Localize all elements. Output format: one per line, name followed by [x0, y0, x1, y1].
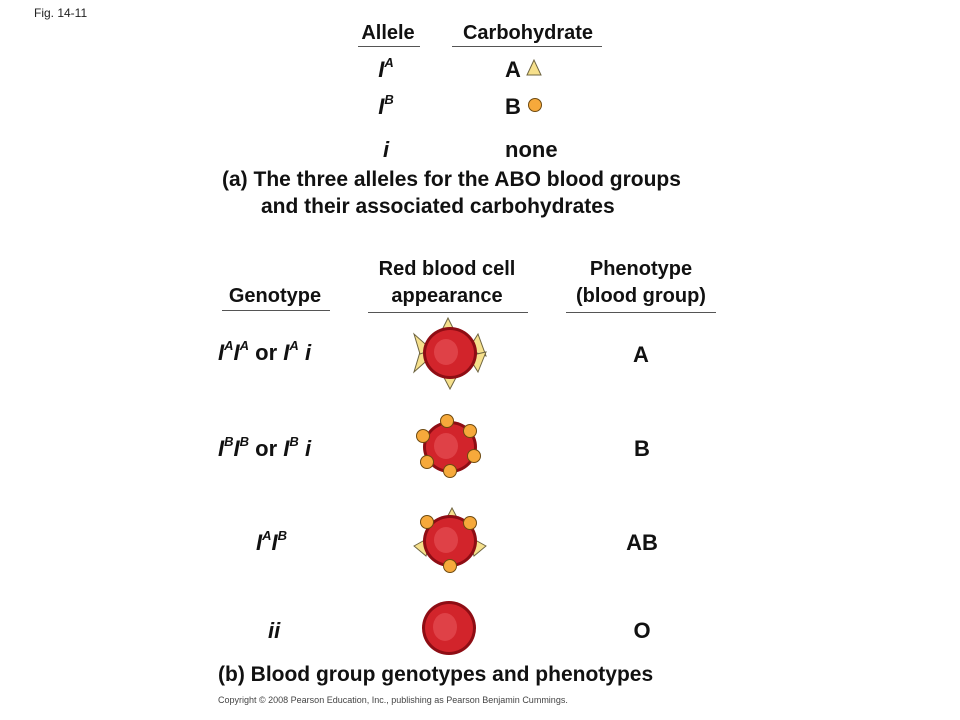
header-genotype-rule [222, 310, 330, 311]
circle-icon [420, 455, 434, 469]
circle-icon [420, 515, 434, 529]
allele-symbol: IB [271, 527, 288, 555]
allele-symbol: i [268, 618, 275, 643]
header-allele: Allele [361, 22, 415, 44]
genotype-row-o: ii [268, 618, 280, 644]
circle-icon [416, 429, 430, 443]
allele-symbol: i [304, 436, 312, 461]
circle-icon [440, 414, 454, 428]
figure-label: Fig. 14-11 [34, 6, 88, 20]
caption-b: (b) Blood group genotypes and phenotypes [218, 663, 654, 686]
circle-icon [443, 464, 457, 478]
genotype-row-ab: IAIB [256, 527, 288, 556]
header-phenotype-rule [566, 312, 716, 313]
carbohydrate-b: B [505, 94, 521, 119]
red-blood-cell-a [413, 316, 487, 391]
circle-icon [528, 98, 542, 112]
circle-icon [443, 559, 457, 573]
phenotype-a: A [633, 342, 649, 367]
allele-ib: IB [378, 91, 394, 119]
header-carbohydrate: Carbohydrate [462, 22, 594, 44]
carbohydrate-none: none [505, 137, 558, 162]
header-phenotype-line2: (blood group) [576, 285, 706, 307]
circle-icon [467, 449, 481, 463]
allele-symbol: IA [218, 337, 234, 365]
header-carbohydrate-rule [452, 46, 602, 47]
genotype-row-a: IAIA or IA i [218, 337, 312, 365]
header-rbc-line1: Red blood cell [378, 258, 516, 280]
circle-icon [463, 516, 477, 530]
header-allele-rule [358, 46, 420, 47]
allele-symbol: i [274, 618, 281, 643]
red-blood-cell-o [422, 601, 476, 655]
phenotype-o: O [633, 618, 651, 643]
header-genotype: Genotype [228, 285, 322, 307]
header-phenotype-line1: Phenotype [589, 258, 693, 280]
genotype-row-b: IBIB or IB i [218, 433, 312, 461]
phenotype-b: B [634, 436, 650, 461]
caption-a-line1: (a) The three alleles for the ABO blood … [222, 168, 681, 191]
copyright-notice: Copyright © 2008 Pearson Education, Inc.… [218, 695, 568, 705]
allele-symbol: IA [233, 337, 250, 365]
header-rbc-rule [368, 312, 528, 313]
allele-symbol: i [304, 340, 312, 365]
carbohydrate-a: A [505, 57, 521, 82]
allele-ia: IA [378, 54, 394, 82]
allele-symbol: IB [218, 433, 234, 461]
allele-symbol: IA [283, 337, 299, 365]
allele-symbol: IB [283, 433, 299, 461]
allele-symbol: IA [256, 527, 272, 555]
red-blood-cell-ab [413, 506, 487, 573]
circle-icon [463, 424, 477, 438]
phenotype-ab: AB [626, 530, 658, 555]
allele-i: i [382, 137, 390, 162]
red-blood-cell-b [416, 414, 481, 478]
allele-symbol: IB [233, 433, 250, 461]
header-rbc-line2: appearance [391, 285, 503, 307]
caption-a-line2: and their associated carbohydrates [261, 195, 615, 218]
triangle-icon [526, 58, 542, 76]
